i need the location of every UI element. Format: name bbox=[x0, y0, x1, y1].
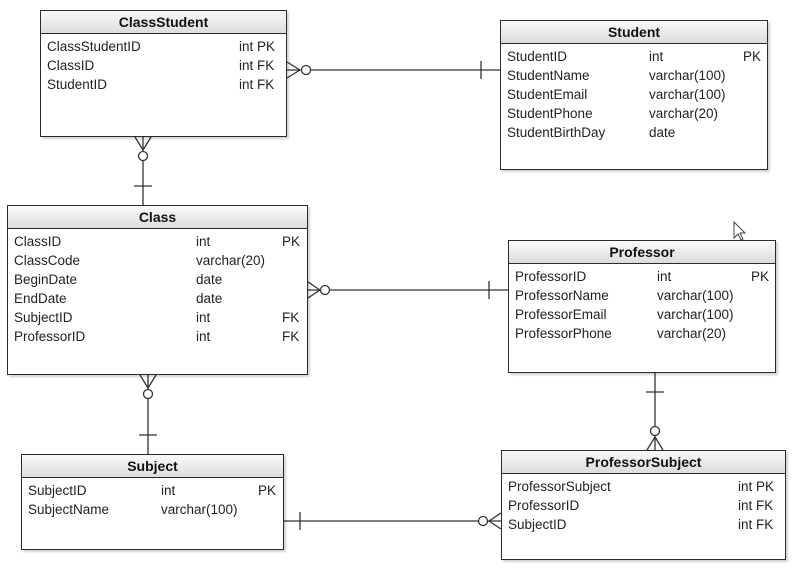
field-type: varchar(20) bbox=[649, 106, 719, 121]
field-row: StudentBirthDay date bbox=[501, 123, 767, 142]
field-type: date bbox=[196, 272, 223, 287]
field-row: StudentPhone varchar(20) bbox=[501, 104, 767, 123]
field-row: ProfessorID int FK bbox=[8, 327, 307, 346]
field-name: StudentBirthDay bbox=[507, 125, 606, 140]
field-name: StudentEmail bbox=[507, 87, 588, 102]
field-name: ProfessorName bbox=[515, 288, 609, 303]
field-row: ProfessorSubject int PK bbox=[502, 477, 785, 496]
field-key: PK bbox=[751, 269, 770, 284]
field-name: EndDate bbox=[14, 291, 67, 306]
field-row: ProfessorID int FK bbox=[502, 496, 785, 515]
field-key: FK bbox=[282, 310, 300, 325]
field-name: StudentPhone bbox=[507, 106, 593, 121]
entity-subject[interactable]: Subject SubjectID int PK SubjectName var… bbox=[21, 454, 284, 550]
field-row: SubjectID int PK bbox=[22, 481, 283, 500]
field-key: PK bbox=[282, 234, 301, 249]
field-name: ProfessorID bbox=[14, 329, 86, 344]
field-row: StudentID int PK bbox=[501, 47, 767, 66]
field-type: int bbox=[161, 483, 176, 498]
entity-professor[interactable]: Professor ProfessorID int PK ProfessorNa… bbox=[508, 240, 776, 373]
field-name: SubjectID bbox=[28, 483, 87, 498]
rel-classstudent-class bbox=[134, 136, 152, 205]
field-name: StudentID bbox=[507, 49, 568, 64]
rel-classstudent-student bbox=[286, 61, 500, 79]
field-type: int FK bbox=[738, 498, 774, 513]
field-row: ClassCode varchar(20) bbox=[8, 251, 307, 270]
rel-professorsubject-professor bbox=[646, 373, 664, 451]
field-name: SubjectID bbox=[508, 517, 567, 532]
field-key: PK bbox=[258, 483, 277, 498]
entity-student[interactable]: Student StudentID int PK StudentName var… bbox=[500, 20, 768, 170]
entity-title: Subject bbox=[22, 455, 283, 478]
field-type: int bbox=[196, 329, 211, 344]
field-name: ProfessorID bbox=[508, 498, 580, 513]
field-row: EndDate date bbox=[8, 289, 307, 308]
field-type: varchar(100) bbox=[657, 307, 734, 322]
field-row: SubjectName varchar(100) bbox=[22, 500, 283, 519]
field-type: varchar(20) bbox=[196, 253, 266, 268]
field-name: ProfessorPhone bbox=[515, 326, 612, 341]
field-name: ClassStudentID bbox=[47, 39, 141, 54]
field-type: int bbox=[649, 49, 664, 64]
field-type: int FK bbox=[738, 517, 774, 532]
field-row: ClassID int PK bbox=[8, 232, 307, 251]
mouse-cursor-icon bbox=[733, 220, 747, 241]
field-row: StudentName varchar(100) bbox=[501, 66, 767, 85]
field-row: StudentID int FK bbox=[41, 75, 286, 94]
field-type: int FK bbox=[239, 77, 275, 92]
field-type: varchar(20) bbox=[657, 326, 727, 341]
field-row: ProfessorID int PK bbox=[509, 267, 775, 286]
field-name: StudentName bbox=[507, 68, 590, 83]
field-type: date bbox=[196, 291, 223, 306]
field-name: ClassID bbox=[47, 58, 95, 73]
entity-professorsubject[interactable]: ProfessorSubject ProfessorSubject int PK… bbox=[501, 450, 786, 560]
field-type: int PK bbox=[738, 479, 775, 494]
field-key: PK bbox=[743, 49, 762, 64]
field-type: int bbox=[196, 310, 211, 325]
field-name: StudentID bbox=[47, 77, 108, 92]
field-type: varchar(100) bbox=[649, 87, 726, 102]
field-row: StudentEmail varchar(100) bbox=[501, 85, 767, 104]
field-type: int bbox=[657, 269, 672, 284]
field-row: ClassStudentID int PK bbox=[41, 37, 286, 56]
entity-title: Student bbox=[501, 21, 767, 44]
field-type: int bbox=[196, 234, 211, 249]
field-name: SubjectName bbox=[28, 502, 110, 517]
field-type: varchar(100) bbox=[657, 288, 734, 303]
field-type: date bbox=[649, 125, 676, 140]
field-type: int PK bbox=[239, 39, 276, 54]
entity-title: Class bbox=[8, 206, 307, 229]
rel-class-subject bbox=[139, 374, 157, 454]
field-name: ClassCode bbox=[14, 253, 81, 268]
field-name: ProfessorEmail bbox=[515, 307, 607, 322]
entity-title: Professor bbox=[509, 241, 775, 264]
field-type: varchar(100) bbox=[649, 68, 726, 83]
field-name: ProfessorID bbox=[515, 269, 587, 284]
field-row: ProfessorEmail varchar(100) bbox=[509, 305, 775, 324]
field-name: SubjectID bbox=[14, 310, 73, 325]
field-name: BeginDate bbox=[14, 272, 78, 287]
field-row: ProfessorName varchar(100) bbox=[509, 286, 775, 305]
field-key: FK bbox=[282, 329, 300, 344]
entity-title: ClassStudent bbox=[41, 11, 286, 34]
rel-class-professor bbox=[307, 281, 508, 299]
entity-classstudent[interactable]: ClassStudent ClassStudentID int PK Class… bbox=[40, 10, 287, 137]
entity-class[interactable]: Class ClassID int PK ClassCode varchar(2… bbox=[7, 205, 308, 375]
field-row: SubjectID int FK bbox=[502, 515, 785, 534]
field-row: ClassID int FK bbox=[41, 56, 286, 75]
field-name: ClassID bbox=[14, 234, 62, 249]
field-row: SubjectID int FK bbox=[8, 308, 307, 327]
entity-title: ProfessorSubject bbox=[502, 451, 785, 474]
rel-professorsubject-subject bbox=[284, 512, 502, 530]
field-row: ProfessorPhone varchar(20) bbox=[509, 324, 775, 343]
field-type: int FK bbox=[239, 58, 275, 73]
field-type: varchar(100) bbox=[161, 502, 238, 517]
field-row: BeginDate date bbox=[8, 270, 307, 289]
field-name: ProfessorSubject bbox=[508, 479, 611, 494]
